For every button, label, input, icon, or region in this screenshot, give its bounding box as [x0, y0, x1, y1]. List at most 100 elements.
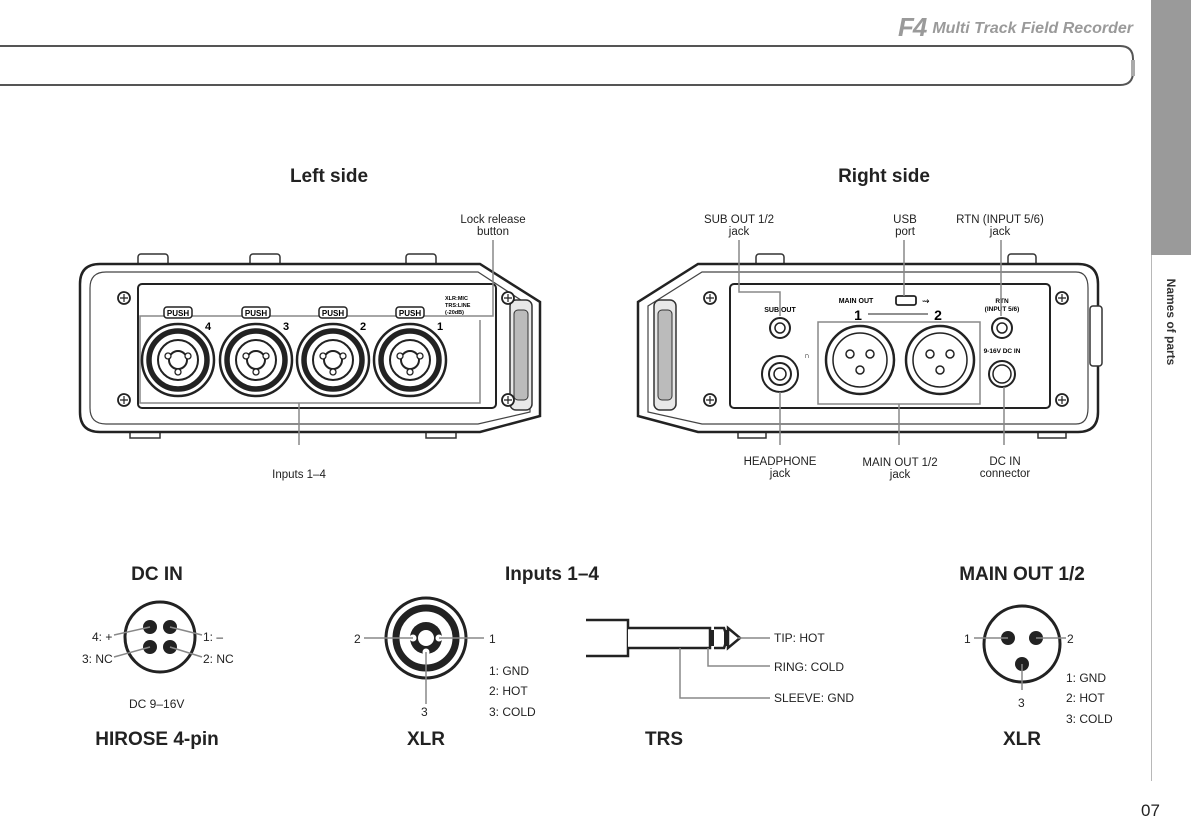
- combo-jack-ring: [246, 350, 266, 370]
- combo-jack-ring: [146, 328, 210, 392]
- xlr-pin-hole: [396, 352, 404, 360]
- header: F4 Multi Track Field Recorder: [898, 12, 1133, 43]
- push-label-box: [395, 306, 425, 319]
- panel-rtn-label: RTN: [995, 298, 1009, 305]
- push-label-box: [163, 306, 193, 319]
- xlr-pin-hole: [329, 368, 337, 376]
- main-out-pin-1: 1: [964, 632, 971, 646]
- callout-line-2: port: [895, 226, 915, 238]
- main-out-legend-3: 3: COLD: [1066, 712, 1113, 726]
- margin-rule: [1151, 255, 1152, 781]
- callout-line-1: USB: [893, 214, 917, 226]
- page-number: 07: [1141, 801, 1160, 820]
- main-out-pin-3: 3: [1018, 696, 1025, 710]
- dc-pin-4: 4: +: [92, 630, 113, 644]
- xlr-pin-hole: [184, 352, 192, 360]
- xlr-in-caption: XLR: [407, 729, 445, 750]
- xlr-in-legend-3: 3: COLD: [489, 705, 536, 719]
- xlr-pin-hole: [339, 352, 347, 360]
- f4-logo: F4: [898, 12, 927, 42]
- headphone-callout: HEADPHONE jack: [744, 456, 817, 480]
- main-out-legend-1: 1: GND: [1066, 671, 1107, 685]
- main-out-title: MAIN OUT 1/2: [959, 564, 1085, 585]
- push-label-box: [241, 306, 271, 319]
- rtn-callout: RTN (INPUT 5/6) jack: [956, 214, 1044, 238]
- lock-release-callout: Lock release button: [460, 214, 525, 238]
- main-out-pin-2: 2: [1067, 632, 1074, 646]
- dc-pin-2: 2: NC: [203, 652, 234, 666]
- callout-line-2: jack: [728, 226, 750, 238]
- xlr-in-legend-1: 1: GND: [489, 664, 530, 678]
- combo-jack-ring: [168, 350, 188, 370]
- input-channel-number: 3: [283, 321, 289, 333]
- callout-line-1: SUB OUT 1/2: [703, 214, 775, 226]
- panel-main-out-1: 1: [854, 307, 862, 323]
- lock-release-push-label[interactable]: PUSH: [399, 309, 421, 318]
- trs-caption: TRS: [645, 729, 683, 750]
- header-title: Multi Track Field Recorder: [932, 20, 1133, 37]
- xlr-pin-hole: [174, 368, 182, 376]
- xlr-input-diagram: [364, 596, 484, 704]
- lock-release-push-label[interactable]: PUSH: [245, 309, 267, 318]
- callout-line-1: HEADPHONE: [743, 456, 817, 468]
- callout-line-1: DC IN: [989, 456, 1021, 468]
- xlr-in-pin-2: 2: [354, 632, 361, 646]
- panel-main-out-label: MAIN OUT: [839, 298, 874, 305]
- xlr-in-pin-3: 3: [421, 705, 428, 719]
- xlr-pin-hole: [164, 352, 172, 360]
- input-channel-number: 4: [205, 321, 212, 333]
- left-side-illustration: PUSH 4 PUSH 3 PUSH 2 PUSH 1 XLR:MICTRS:LINE(-20d…: [78, 240, 542, 445]
- combo-jack-ring: [224, 328, 288, 392]
- xlr-pin-hole: [242, 352, 250, 360]
- combo-jack-ring: [400, 350, 420, 370]
- trs-plug-diagram: [586, 618, 770, 699]
- input-channel-number: 2: [360, 321, 366, 333]
- xlr-pin-hole: [406, 368, 414, 376]
- xlr-pin-hole: [252, 368, 260, 376]
- lock-release-push-label[interactable]: PUSH: [167, 309, 189, 318]
- lock-release-push-label[interactable]: PUSH: [322, 309, 344, 318]
- callout-line-2: jack: [769, 468, 791, 480]
- callout-line-2: button: [477, 226, 509, 238]
- combo-jack-ring: [378, 328, 442, 392]
- callout-line-2: connector: [979, 468, 1031, 480]
- xlr-in-pin-1: 1: [489, 632, 496, 646]
- push-label-box: [318, 306, 348, 319]
- usb-icon: ⇝: [922, 296, 930, 306]
- xlr-pin-hole: [262, 352, 270, 360]
- input-type-label: TRS:LINE: [445, 303, 471, 309]
- section-tab: [1151, 0, 1191, 255]
- callout-line-1: RTN (INPUT 5/6): [956, 214, 1044, 226]
- usb-callout: USB port: [893, 214, 917, 238]
- xlr-in-legend-2: 2: HOT: [489, 684, 528, 698]
- dc-pin-1: 1: –: [203, 630, 224, 644]
- input-type-label: XLR:MIC: [445, 296, 468, 302]
- inputs-title: Inputs 1–4: [505, 564, 599, 585]
- combo-jack-ring: [301, 328, 365, 392]
- section-tab-label: Names of parts: [1164, 278, 1178, 366]
- input-type-label: (-20dB): [445, 310, 464, 316]
- xlr-pin-hole: [319, 352, 327, 360]
- dc-in-title: DC IN: [131, 564, 183, 585]
- callout-line-1: MAIN OUT 1/2: [862, 457, 938, 469]
- callout-line-2: jack: [889, 469, 911, 481]
- inputs-callout: Inputs 1–4: [272, 469, 326, 481]
- panel-main-out-2: 2: [934, 307, 942, 323]
- trs-tip: TIP: HOT: [774, 631, 825, 645]
- title-bar: [0, 45, 1135, 86]
- right-side-illustration: SUB OUT ∩ MAIN OUT 1 2 ⇝ RTN (INPUT 5/6)…: [636, 240, 1103, 445]
- dc-voltage: DC 9–16V: [129, 697, 185, 711]
- input-channel-number: 1: [437, 321, 443, 333]
- dc-pin-3: 3: NC: [82, 652, 113, 666]
- callout-line-1: Lock release: [460, 214, 526, 226]
- main-out-caption: XLR: [1003, 729, 1041, 750]
- panel-dc-in-label: 9-16V DC IN: [984, 348, 1021, 355]
- left-side-title: Left side: [289, 166, 369, 187]
- trs-sleeve: SLEEVE: GND: [774, 691, 855, 705]
- dc-in-callout: DC IN connector: [980, 456, 1031, 480]
- right-side-title: Right side: [838, 166, 930, 187]
- headphone-icon: ∩: [804, 351, 810, 360]
- trs-ring: RING: COLD: [774, 660, 845, 674]
- dc-in-connector-diagram: [113, 600, 203, 674]
- main-out-xlr-diagram: [974, 604, 1066, 690]
